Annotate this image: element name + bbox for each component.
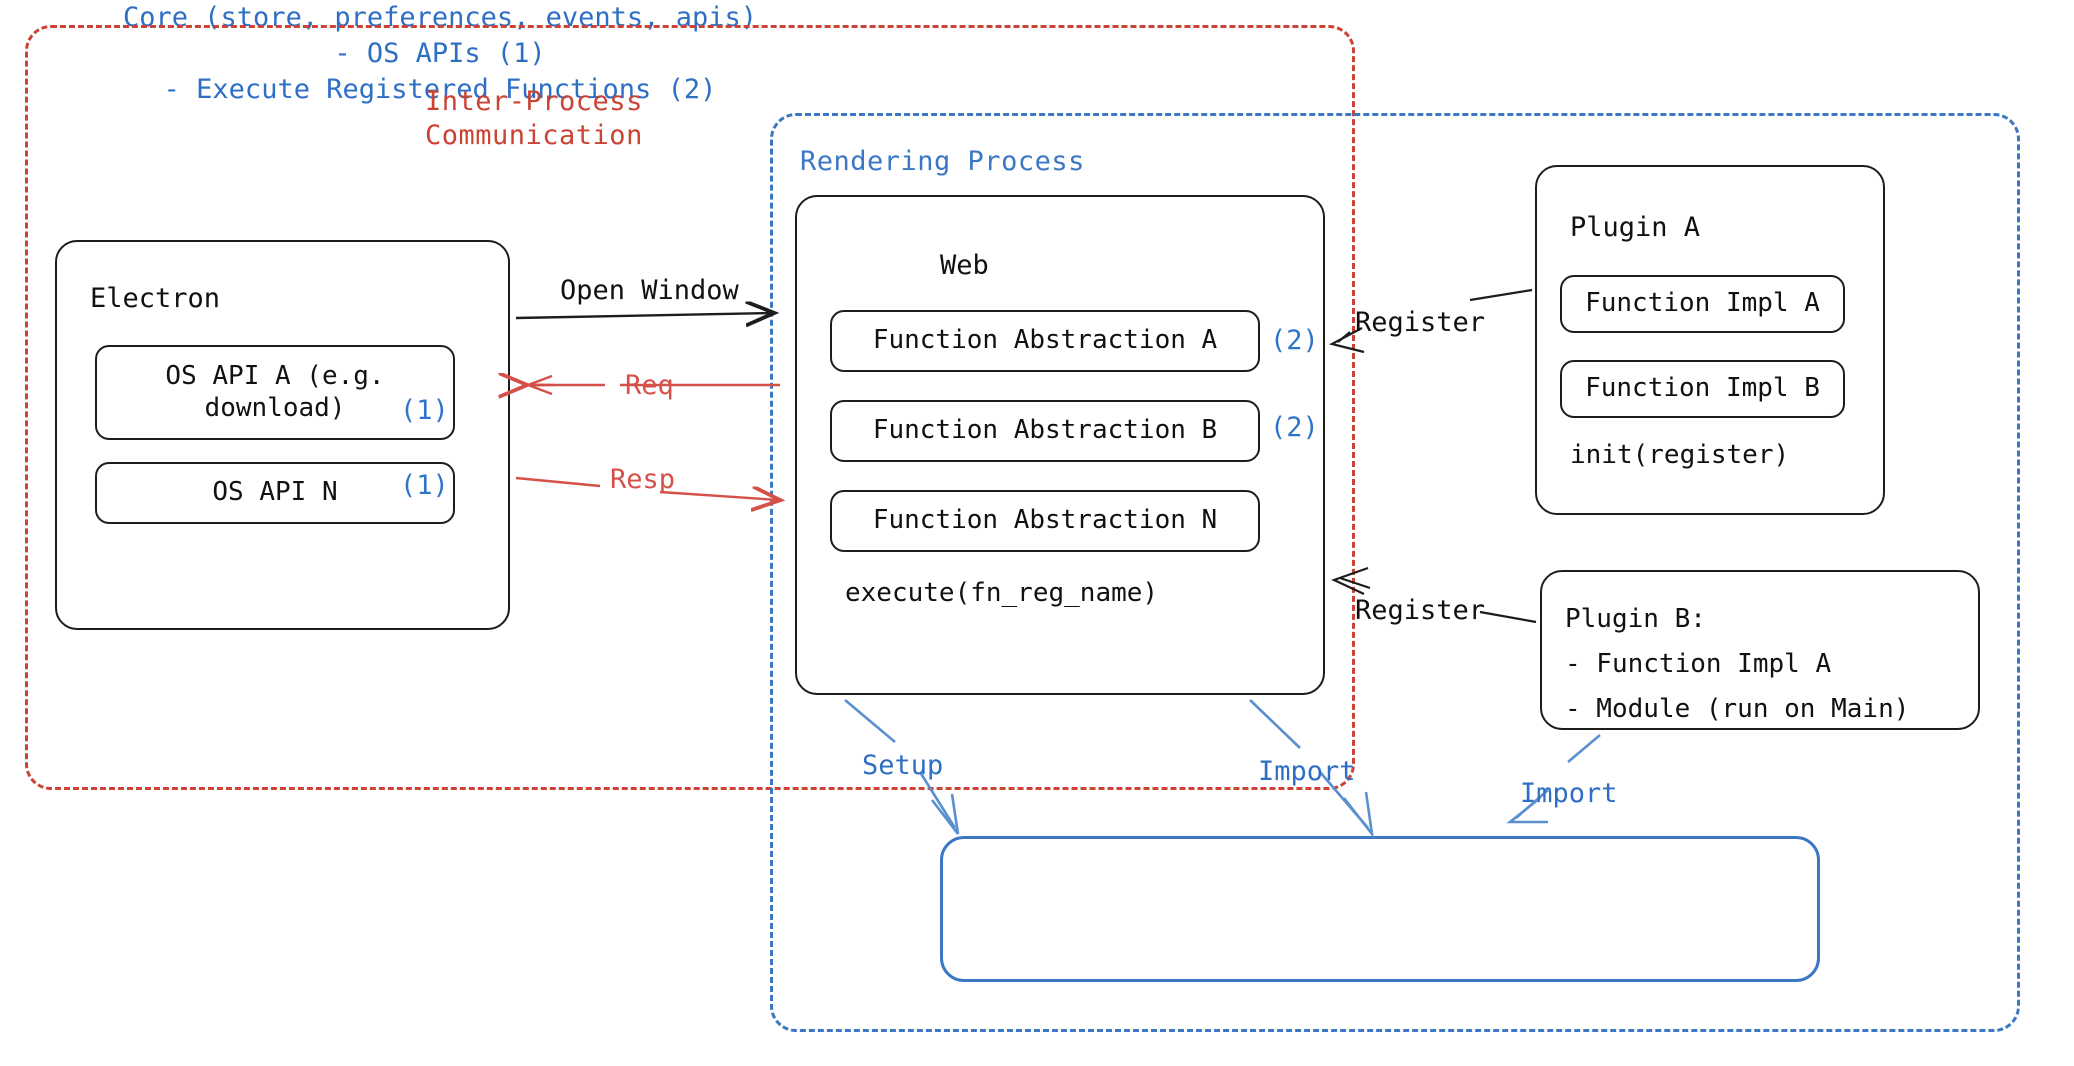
edge-label-register-plugin-b: Register: [1355, 595, 1486, 626]
function-abstraction-a-pill: Function Abstraction A: [830, 310, 1260, 372]
electron-title: Electron: [90, 283, 221, 314]
ipc-zone-boundary: [25, 25, 1355, 790]
function-abstraction-a-marker: (2): [1270, 325, 1319, 356]
os-api-a-pill: OS API A (e.g. download): [95, 345, 455, 440]
plugin-a-box: [1535, 165, 1885, 515]
os-api-n-marker: (1): [400, 470, 449, 501]
function-impl-b-pill: Function Impl B: [1560, 360, 1845, 418]
rendering-process-zone-label: Rendering Process: [800, 146, 1085, 177]
edge-label-resp: Resp: [610, 464, 676, 495]
edge-label-setup: Setup: [862, 750, 944, 781]
core-text: Core (store, preferences, events, apis) …: [123, 2, 757, 105]
rendering-process-zone-boundary: [770, 113, 2020, 1032]
function-abstraction-b-marker: (2): [1270, 412, 1319, 443]
plugin-a-init-signature: init(register): [1570, 440, 1790, 470]
edge-label-import-plugin-b: Import: [1520, 778, 1618, 809]
os-api-n-pill: OS API N: [95, 462, 455, 524]
edge-label-import-web: Import: [1258, 756, 1356, 787]
ipc-zone-label: Inter-Process Communication: [425, 86, 643, 151]
web-execute-signature: execute(fn_reg_name): [845, 578, 1159, 608]
plugin-a-title: Plugin A: [1570, 212, 1701, 243]
edge-label-register-plugin-a: Register: [1355, 307, 1486, 338]
plugin-b-box: [1540, 570, 1980, 730]
edge-label-req: Req: [625, 370, 674, 401]
edge-label-open-window: Open Window: [560, 275, 739, 306]
function-abstraction-n-pill: Function Abstraction N: [830, 490, 1260, 552]
plugin-b-text: Plugin B: - Function Impl A - Module (ru…: [1565, 604, 1910, 724]
core-box: [940, 836, 1820, 982]
function-abstraction-b-pill: Function Abstraction B: [830, 400, 1260, 462]
web-title: Web: [940, 250, 989, 281]
os-api-a-marker: (1): [400, 395, 449, 426]
function-impl-a-pill: Function Impl A: [1560, 275, 1845, 333]
